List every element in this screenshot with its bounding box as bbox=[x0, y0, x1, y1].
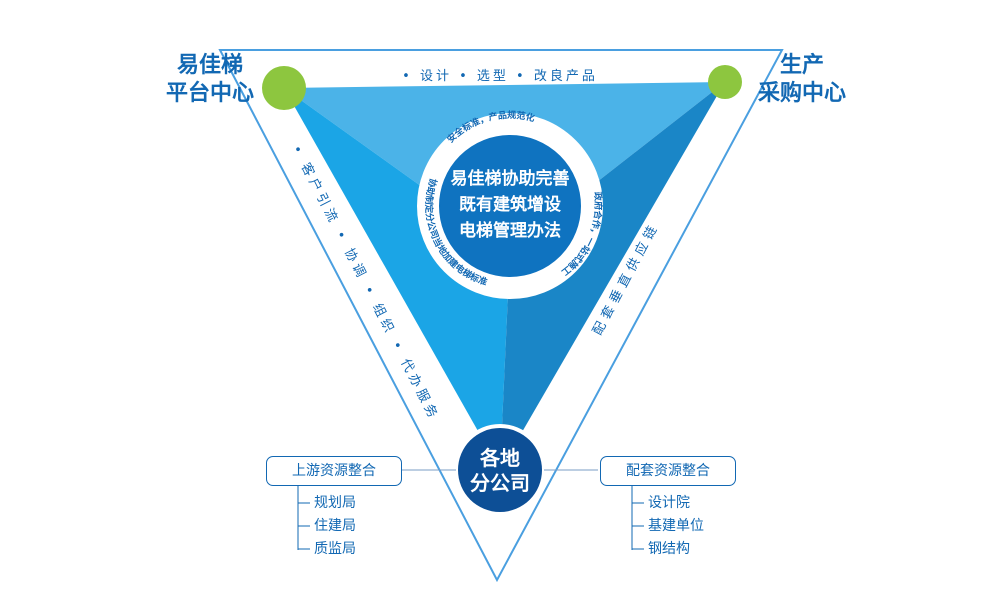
top-left-label-line1: 易佳梯 bbox=[176, 53, 243, 78]
left-tree-lines bbox=[297, 485, 310, 550]
right-panel-title: 配套资源整合 bbox=[600, 456, 736, 486]
center-line-1: 易佳梯协助完善 bbox=[450, 169, 570, 189]
top-right-label-line2: 采购中心 bbox=[757, 81, 846, 106]
top-right-dot bbox=[708, 65, 742, 99]
top-left-dot bbox=[262, 66, 306, 110]
right-panel-item-2: 基建单位 bbox=[648, 518, 704, 534]
bottom-line-2: 分公司 bbox=[470, 471, 530, 495]
left-panel-title: 上游资源整合 bbox=[266, 456, 402, 486]
bottom-circle bbox=[458, 428, 542, 512]
center-circle bbox=[440, 136, 580, 276]
top-edge-text: • 设计 • 选型 • 改良产品 bbox=[402, 68, 598, 84]
left-panel-item-2: 住建局 bbox=[314, 518, 356, 534]
top-right-label-line1: 生产 bbox=[779, 53, 824, 78]
right-tree-lines bbox=[631, 485, 644, 550]
top-right-label: 生产 采购中心 bbox=[742, 52, 862, 108]
left-panel-item-3: 质监局 bbox=[314, 541, 356, 557]
right-face bbox=[500, 82, 725, 470]
bottom-circle-text: 各地 分公司 bbox=[458, 446, 542, 496]
center-ring-white bbox=[417, 113, 603, 299]
top-left-label: 易佳梯 平台中心 bbox=[150, 52, 270, 108]
right-panel-item-3: 钢结构 bbox=[648, 541, 690, 557]
right-panel-item-1: 设计院 bbox=[648, 495, 690, 511]
center-text: 易佳梯协助完善 既有建筑增设 电梯管理办法 bbox=[440, 166, 580, 244]
left-face bbox=[284, 88, 510, 470]
center-line-2: 既有建筑增设 bbox=[459, 195, 561, 215]
bottom-line-1: 各地 bbox=[480, 446, 520, 470]
outer-triangle bbox=[218, 49, 784, 583]
center-line-3: 电梯管理办法 bbox=[459, 221, 561, 241]
top-left-label-line2: 平台中心 bbox=[165, 81, 254, 106]
left-panel-item-1: 规划局 bbox=[314, 495, 356, 511]
